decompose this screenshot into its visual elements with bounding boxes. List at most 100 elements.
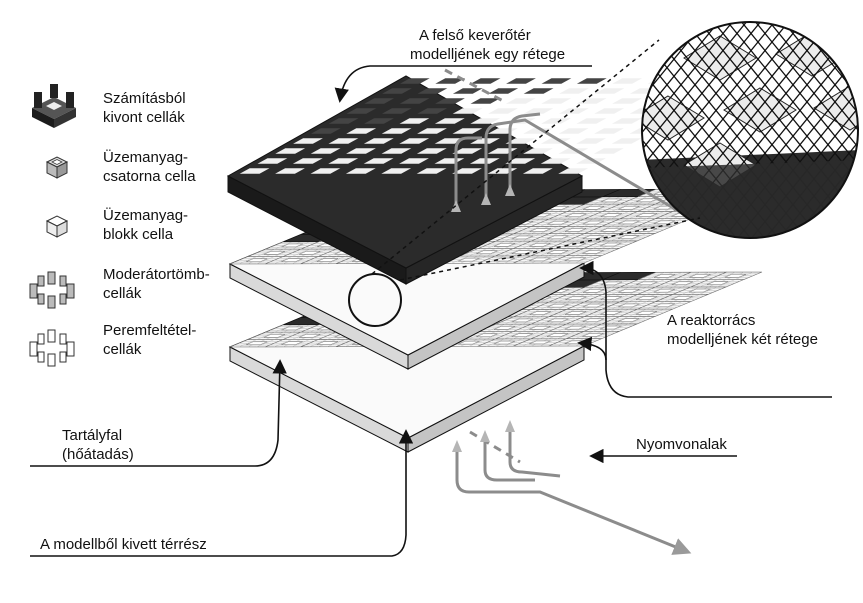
track-upper-3 [508,112,541,196]
cell [470,78,501,84]
cell [381,108,412,114]
cell [541,78,572,84]
fuel-block-cell-icon [45,215,69,238]
cell [275,148,306,154]
cell [523,128,554,134]
annotation-tank-wall-1: Tartályfal [62,427,122,444]
cell [470,118,501,124]
track-lower-dashed [469,430,521,464]
cell [381,128,412,134]
cell [381,148,412,154]
cell [594,108,625,114]
cell [576,78,607,84]
track-lower-1 [455,452,692,555]
cell [593,148,624,154]
track-lower-2 [483,442,535,482]
cell [417,128,447,134]
cell [434,138,465,144]
leader-top-mixing [334,65,592,103]
cell [417,108,448,114]
cell [346,148,376,154]
cell [275,168,305,174]
cell [239,168,270,174]
cell [558,108,589,114]
track-upper-dashed [444,68,506,104]
cell [416,148,447,154]
cell [488,88,519,94]
legend-label-fuel-block-1: Üzemanyag- [103,206,188,224]
cell [576,98,607,104]
legend-label-fuel-channel-1: Üzemanyag- [103,148,188,166]
annotation-top-mixing-1: A felső keverőtér [419,27,531,44]
legend-label-fuel-block-2: blokk cella [103,226,174,243]
zoom-source-circle [348,273,402,327]
cell [505,158,536,164]
cell [435,78,466,84]
annotation-top-mixing-2: modelljének egy rétege [410,46,565,63]
track-lower-3 [508,432,561,478]
cell [576,158,606,164]
cell [558,148,589,154]
cell [541,118,571,124]
cell [452,128,483,134]
cell [452,168,482,174]
cell [558,128,589,134]
cell [310,128,341,134]
cell [505,138,536,144]
cell [594,88,625,94]
cell [293,138,323,144]
cell [364,118,394,124]
model-layers [226,75,763,453]
excluded-cells-icon [32,84,76,128]
track-upper-1 [454,136,482,212]
annotation-lines [30,65,832,557]
cell [399,158,429,164]
cell [346,108,377,114]
cell [328,158,359,164]
annotation-tank-wall-2: (hőátadás) [62,446,134,463]
cell [452,88,483,94]
cell [558,168,589,174]
cell [452,108,483,114]
fuel-channel-cell-icon [45,156,69,179]
cell [399,98,430,104]
cell [328,118,359,124]
cell [399,118,430,124]
track-arrowheads [451,184,515,452]
cell [576,118,607,124]
cell [310,148,341,154]
leader-reactor-grid-2 [577,336,607,361]
cell [452,148,483,154]
cell [559,88,589,94]
cell [345,168,376,174]
cell [488,108,518,114]
cell [310,168,341,174]
annotation-reactor-grid-2: modelljének két rétege [667,331,818,348]
cell [470,98,501,104]
leader-tank-wall [30,359,287,467]
cell [523,88,554,94]
legend-label-excluded-2: kivont cellák [103,109,185,126]
cell [417,88,448,94]
cell [363,138,394,144]
cell [594,128,624,134]
cell [292,158,323,164]
magnifier-guides [371,39,701,281]
cell [346,128,377,134]
cell [576,138,607,144]
cell [434,118,465,124]
legend-label-fuel-channel-2: csatorna cella [103,168,196,185]
cell [611,138,642,144]
legend-label-excluded-1: Számításból [103,90,186,107]
cell [382,88,412,94]
annotation-tracks: Nyomvonalak [636,436,727,453]
cell [611,118,642,124]
cell [364,98,395,104]
cell [328,138,359,144]
moderator-block-cells-icon [29,271,75,309]
annotation-reactor-grid-1: A reaktorrács [667,312,755,329]
cell [505,98,536,104]
boundary-condition-cells-icon [29,329,75,367]
cell [523,148,553,154]
